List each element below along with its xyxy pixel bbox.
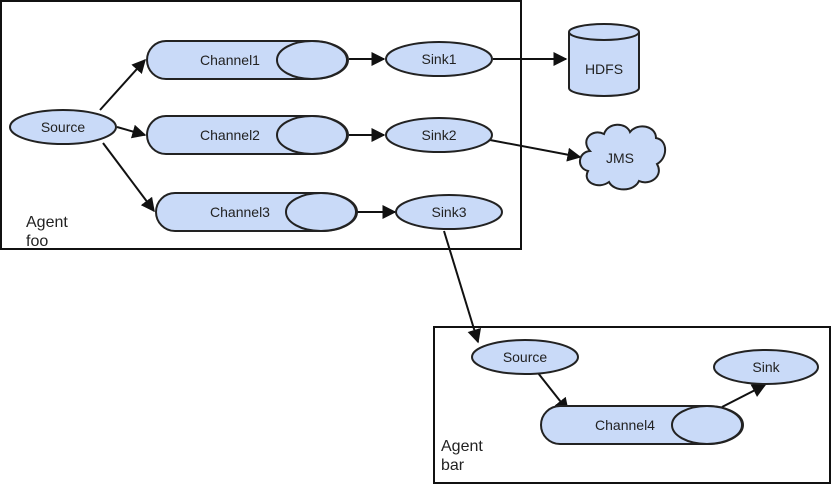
sink2-label: Sink2 bbox=[421, 127, 456, 143]
sink3-node: Sink3 bbox=[395, 194, 503, 230]
edges bbox=[99, 52, 767, 413]
edge-sink3-bar-source bbox=[443, 230, 482, 344]
agent-foo-label-line1: Agent bbox=[26, 214, 68, 231]
channel3-node: Channel3 bbox=[155, 192, 358, 232]
agent-foo-box bbox=[0, 0, 522, 250]
channel2-node: Channel2 bbox=[146, 115, 349, 155]
channel1-label: Channel1 bbox=[200, 52, 260, 68]
hdfs-label: HDFS bbox=[585, 61, 623, 77]
edge-source-channel1 bbox=[99, 58, 146, 111]
bar-source-node: Source bbox=[471, 339, 579, 375]
edge-source-channel2 bbox=[116, 124, 147, 139]
hdfs-database-icon: HDFS bbox=[568, 23, 640, 97]
agent-bar-box bbox=[433, 326, 831, 484]
agent-foo-label-line2: foo bbox=[26, 233, 48, 250]
bar-source-label: Source bbox=[503, 349, 548, 365]
sink2-node: Sink2 bbox=[385, 117, 493, 153]
channel4-node: Channel4 bbox=[540, 405, 744, 445]
sink1-node: Sink1 bbox=[385, 41, 493, 77]
jms-cloud-icon: JMS bbox=[579, 123, 667, 191]
agent-bar-label-line1: Agent bbox=[441, 438, 483, 455]
edge-channel4-sink bbox=[721, 384, 767, 408]
channel3-label: Channel3 bbox=[210, 204, 270, 220]
channel4-label: Channel4 bbox=[595, 417, 655, 433]
edge-source-channel3 bbox=[102, 142, 155, 213]
channel1-node: Channel1 bbox=[146, 40, 349, 80]
foo-source-node: Source bbox=[9, 109, 117, 145]
edge-bar-source-channel4 bbox=[537, 372, 569, 413]
foo-source-label: Source bbox=[41, 119, 86, 135]
agent-bar-label-line2: bar bbox=[441, 457, 465, 474]
sink3-label: Sink3 bbox=[431, 204, 466, 220]
bar-sink-node: Sink bbox=[713, 349, 819, 385]
channel2-label: Channel2 bbox=[200, 127, 260, 143]
edge-sink2-jms bbox=[489, 139, 582, 162]
sink1-label: Sink1 bbox=[421, 51, 456, 67]
bar-sink-label: Sink bbox=[752, 359, 780, 375]
jms-label: JMS bbox=[606, 150, 634, 166]
